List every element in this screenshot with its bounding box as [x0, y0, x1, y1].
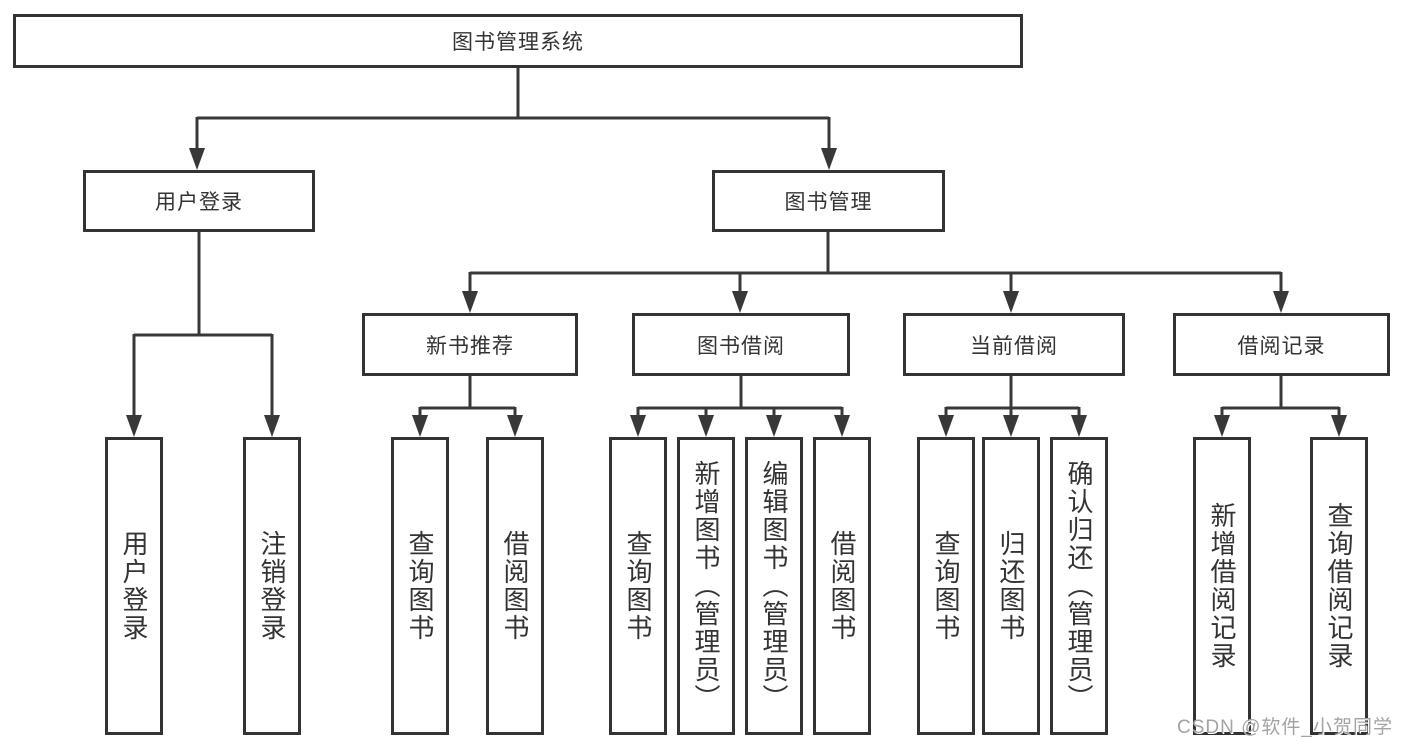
leaf-label: 借阅图书 [500, 530, 531, 642]
connector-current-borrow-split [944, 376, 1081, 418]
node-label: 图书借阅 [697, 334, 785, 358]
node-new-book-recommend: 新书推荐 [362, 313, 578, 376]
leaf-label: 借阅图书 [827, 530, 858, 642]
leaf-label: 归还图书 [996, 530, 1027, 642]
node-root-library-system: 图书管理系统 [13, 14, 1023, 68]
node-label: 新书推荐 [426, 334, 514, 358]
node-label: 借阅记录 [1237, 334, 1326, 358]
leaf-label: 用户登录 [119, 530, 150, 642]
node-label: 用户登录 [155, 191, 243, 214]
leaf-label: 查询借阅记录 [1324, 502, 1355, 670]
node-borrowing-records: 借阅记录 [1173, 313, 1390, 376]
leaf-recommend-query-books: 查询图书 [391, 437, 449, 735]
node-current-borrowing: 当前借阅 [903, 313, 1125, 376]
arrowheads [126, 148, 1347, 437]
leaf-label: 编辑图书（管理员） [759, 460, 790, 712]
leaf-query-borrow-record: 查询借阅记录 [1310, 437, 1368, 735]
csdn-watermark: CSDN @软件_小贺同学 [1177, 717, 1393, 738]
connector-root-split [195, 68, 831, 150]
leaf-label: 确认归还（管理员） [1064, 460, 1095, 712]
connector-book-borrow-split [636, 376, 844, 418]
leaf-add-books-admin: 新增图书（管理员） [677, 437, 735, 735]
node-label: 图书管理 [784, 191, 873, 214]
node-book-borrowing: 图书借阅 [632, 313, 850, 376]
node-user-login: 用户登录 [83, 170, 315, 232]
leaf-label: 新增借阅记录 [1207, 502, 1238, 670]
leaf-borrow-query-books: 查询图书 [609, 437, 667, 735]
leaf-logout: 注销登录 [243, 437, 301, 735]
leaf-label: 新增图书（管理员） [691, 460, 722, 712]
leaf-add-borrow-record: 新增借阅记录 [1193, 437, 1251, 735]
leaf-return-books: 归还图书 [982, 437, 1040, 735]
node-book-management: 图书管理 [712, 170, 945, 232]
leaf-user-login: 用户登录 [105, 437, 163, 735]
leaf-recommend-borrow-books: 借阅图书 [486, 437, 544, 735]
leaf-confirm-return-admin: 确认归还（管理员） [1050, 437, 1108, 735]
node-label: 当前借阅 [970, 334, 1058, 358]
leaf-label: 查询图书 [931, 530, 962, 642]
leaf-label: 注销登录 [257, 530, 288, 642]
leaf-edit-books-admin: 编辑图书（管理员） [745, 437, 803, 735]
connector-book-mgmt-split [468, 232, 1283, 294]
node-label: 图书管理系统 [452, 31, 584, 54]
leaf-borrow-books: 借阅图书 [813, 437, 871, 735]
leaf-label: 查询图书 [405, 530, 436, 642]
leaf-label: 查询图书 [623, 530, 654, 642]
connector-user-login-split [132, 232, 274, 418]
leaf-current-query-books: 查询图书 [917, 437, 975, 735]
connector-new-book-split [418, 376, 517, 418]
connector-borrow-records-split [1220, 376, 1341, 418]
